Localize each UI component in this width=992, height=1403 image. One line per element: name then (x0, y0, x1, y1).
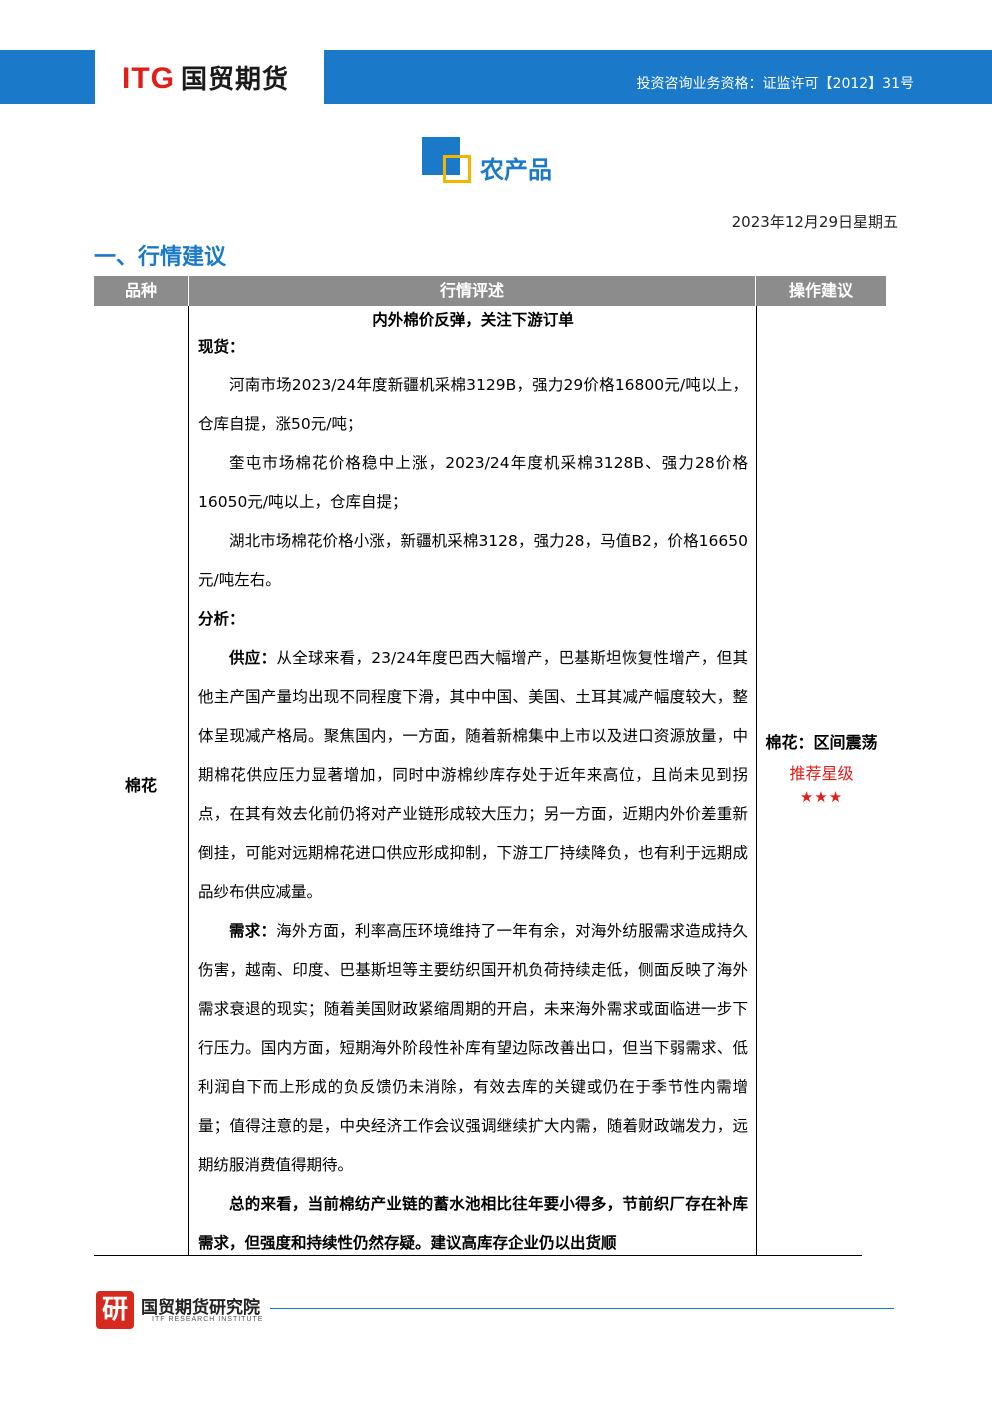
analysis-label: 分析： (198, 610, 245, 628)
table-col-border (756, 306, 757, 1255)
demand-text: 海外方面，利率高压环境维持了一年有余，对海外纺服需求造成持久伤害，越南、印度、巴… (198, 922, 748, 1174)
table-bottom-border (94, 1255, 862, 1256)
footer-institute-subtitle: ITF RESEARCH INSTITUTE (152, 1316, 264, 1323)
supply-label: 供应： (229, 649, 277, 667)
header-variety: 品种 (124, 281, 157, 300)
footer-divider (270, 1308, 894, 1309)
demand-paragraph: 需求：海外方面，利率高压环境维持了一年有余，对海外纺服需求造成持久伤害，越南、印… (198, 912, 748, 1185)
market-review-cell: 内外棉价反弹，关注下游订单 现货： 河南市场2023/24年度新疆机采棉3129… (198, 306, 748, 1263)
footer-institute-name: 国贸期货研究院 (141, 1298, 260, 1318)
logo-cn-text: 国贸期货 (181, 65, 290, 95)
spot-henan: 河南市场2023/24年度新疆机采棉3129B，强力29价格16800元/吨以上… (198, 376, 748, 433)
header-logo-area (95, 50, 324, 104)
table-header: 品种 行情评述 操作建议 (94, 276, 886, 306)
report-date: 2023年12月29日星期五 (731, 213, 898, 231)
summary-paragraph: 总的来看，当前棉纺产业链的蓄水池相比往年要小得多，节前织厂存在补库需求，但强度和… (198, 1195, 748, 1252)
spot-hubei: 湖北市场棉花价格小涨，新疆机采棉3128，强力28，马值B2，价格16650元/… (198, 532, 748, 589)
logo-itg-text: ITG (122, 62, 175, 95)
advice-text: 棉花：区间震荡 (765, 733, 878, 752)
header-advice: 操作建议 (788, 281, 853, 300)
operation-advice-cell: 棉花：区间震荡 推荐星级 ★★★ (757, 728, 886, 806)
spot-kuitun: 奎屯市场棉花价格稳中上涨，2023/24年度机采棉3128B、强力28价格160… (198, 454, 748, 511)
section-title: 农产品 (480, 156, 552, 184)
header-divider (755, 276, 756, 306)
table-col-border (188, 306, 189, 1255)
spot-label: 现货： (198, 338, 245, 356)
section-square-outline-icon (443, 155, 471, 183)
license-text: 投资咨询业务资格：证监许可【2012】31号 (636, 76, 914, 92)
star-rating-icon: ★★★ (799, 788, 844, 806)
supply-text: 从全球来看，23/24年度巴西大幅增产，巴基斯坦恢复性增产，但其他主产国产量均出… (198, 649, 748, 901)
research-seal-logo: 研 (96, 1291, 134, 1329)
demand-label: 需求： (229, 922, 277, 940)
header-review: 行情评述 (439, 281, 504, 300)
variety-cell: 棉花 (124, 776, 157, 795)
heading-market-advice: 一、行情建议 (94, 245, 227, 270)
header-divider (188, 276, 189, 306)
header-left-bar (0, 50, 95, 104)
header-right-bar (324, 50, 992, 104)
supply-paragraph: 供应：从全球来看，23/24年度巴西大幅增产，巴基斯坦恢复性增产，但其他主产国产… (198, 639, 748, 912)
review-title: 内外棉价反弹，关注下游订单 (372, 311, 574, 329)
recommend-level-label: 推荐星级 (789, 764, 854, 783)
